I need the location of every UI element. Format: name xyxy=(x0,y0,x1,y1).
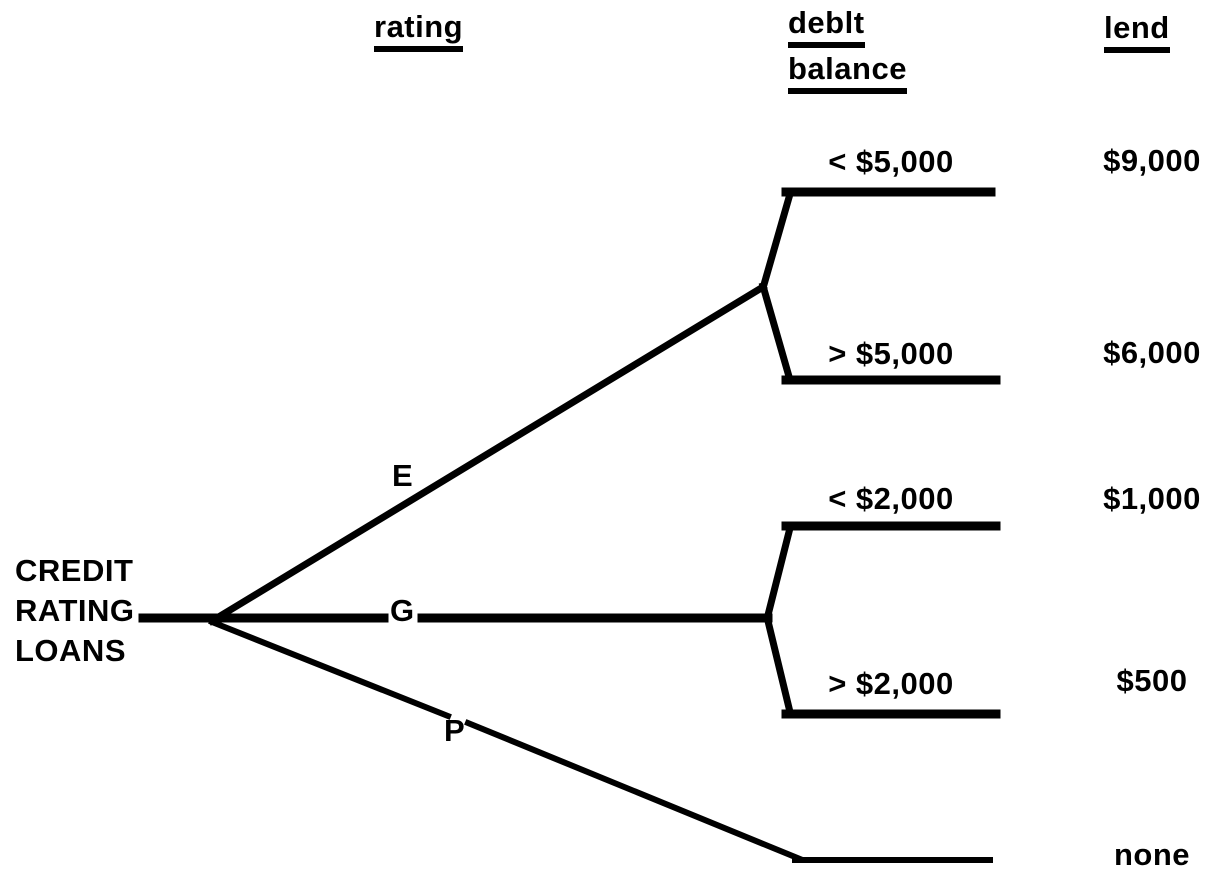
fork-excellent-lower xyxy=(758,281,795,385)
condition-label-g-high: > $2,000 xyxy=(828,666,954,701)
branch-label-excellent: E xyxy=(392,458,414,493)
column-header-rating: rating xyxy=(374,10,464,52)
column-header-debit-balance: deblt balance xyxy=(788,6,907,94)
fork-good-upper xyxy=(762,523,795,624)
branch-label-poor: P xyxy=(444,713,466,748)
lend-value-g-low: $1,000 xyxy=(1103,481,1201,516)
condition-label-e-low: < $5,000 xyxy=(828,144,954,179)
branch-label-good: G xyxy=(390,593,415,628)
root-label-line2: RATING xyxy=(15,593,135,628)
debit-header-line2: balance xyxy=(788,52,907,94)
root-label-line1: CREDIT xyxy=(15,553,134,588)
rating-header-label: rating xyxy=(374,10,464,52)
fork-good-lower xyxy=(762,612,795,717)
debit-header-line1: deblt xyxy=(788,6,865,48)
lend-value-e-low: $9,000 xyxy=(1103,143,1201,178)
branch-line-poor-lower xyxy=(464,719,804,863)
lend-value-e-high: $6,000 xyxy=(1103,335,1201,370)
root-label-line3: LOANS xyxy=(15,633,126,668)
condition-label-e-high: > $5,000 xyxy=(828,336,954,371)
lend-value-poor: none xyxy=(1113,837,1191,872)
condition-label-g-low: < $2,000 xyxy=(828,481,954,516)
branch-line-excellent xyxy=(207,282,768,626)
lend-value-g-high: $500 xyxy=(1116,663,1188,698)
column-header-lend: lend xyxy=(1104,11,1170,53)
fork-excellent-upper xyxy=(758,189,795,293)
lend-header-label: lend xyxy=(1104,11,1170,53)
root-node-label: CREDIT RATING LOANS xyxy=(15,551,135,671)
branch-line-poor-upper xyxy=(208,618,452,720)
